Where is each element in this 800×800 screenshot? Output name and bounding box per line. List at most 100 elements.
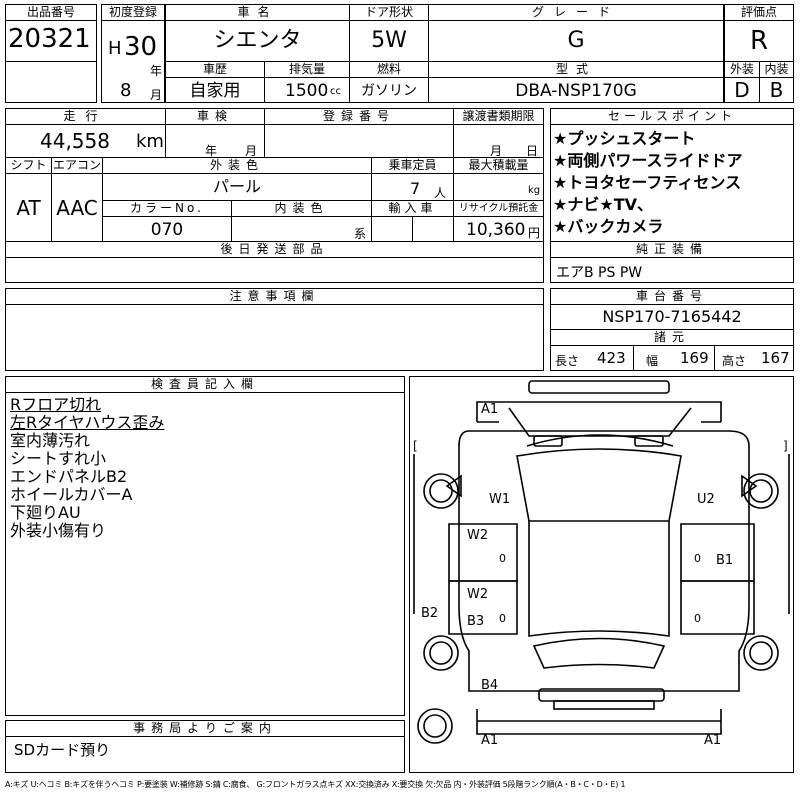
history-value: 自家用 [189,81,241,101]
reg-cell [101,4,165,103]
seats-label: 乗車定員 [388,158,437,172]
seats-unit: 人 [434,186,447,200]
inspection-year: 年 [205,144,218,158]
inspector-line: Rフロア切れ [10,395,102,414]
inspector-label: 検査員記入欄 [150,377,259,391]
divider [264,77,350,78]
mileage-label: 走行 [63,109,108,123]
divider [264,124,454,125]
divider [5,257,544,258]
disp-value: 1500 [285,81,329,101]
shift-label: シフト [10,158,47,172]
divider [165,77,265,78]
grade-value: G [567,28,585,53]
height-value: 167 [761,349,790,367]
int-value: B [769,78,784,102]
reg-label: 初度登録 [108,5,157,19]
intcolor-unit: 系 [354,227,367,241]
dims-label: 諸元 [653,330,690,344]
ext-label: 外装 [729,62,754,76]
name-label: 車名 [237,5,278,19]
inspection-label: 車検 [196,109,233,123]
ac-label: エアコン [52,158,101,172]
mark-b1: B1 [716,553,733,568]
width-label: 幅 [646,354,659,368]
divider [550,124,794,125]
inspector-line: シートすれ小 [10,449,107,468]
lot-number: 20321 [8,24,91,54]
divider [550,257,794,258]
mark-zero: 0 [499,612,506,625]
model-label: 型式 [555,62,596,76]
model-cell [428,61,724,103]
legend-text: A:キズ U:ヘコミ B:キズを伴うヘコミ P:要塗装 W:補修跡 S:錆 C:… [5,780,626,789]
equip-value: エアB PS PW [556,265,643,281]
recycle-unit: 円 [528,226,541,240]
load-label: 最大積載量 [468,158,529,172]
mark-zero: 0 [499,552,506,565]
disp-label: 排気量 [288,62,325,76]
inspector-cell [5,376,405,716]
recycle-value: 10,360 [466,220,526,240]
inspector-line: ホイールカバーA [10,485,133,504]
transfer-label: 譲渡書類期限 [462,109,535,123]
door-value: 5W [371,28,407,53]
length-value: 423 [597,349,626,367]
length-label: 長さ [555,354,580,368]
door-label: ドア形状 [364,5,413,19]
color-label: 外装色 [209,158,264,172]
mark-w1: W1 [489,492,510,507]
lot-label: 出品番号 [26,5,75,19]
divider [633,345,634,371]
score-value: R [749,26,769,56]
damage-diagram-frame [409,376,794,773]
mark-a1-top: A1 [481,402,498,417]
inspector-line: エンドパネルB2 [10,467,128,486]
history-label: 車歴 [202,62,227,76]
intcolor-label: 内装色 [274,201,329,215]
sales-point: ★両側パワースライドドア [553,151,743,170]
divider [5,392,405,393]
lot-blank-cell [5,61,97,103]
notes-cell [5,288,544,371]
divider [165,20,350,21]
sales-point: ★バックカメラ [553,217,664,236]
reg-year-unit: 年 [150,64,163,78]
mark-zero: 0 [694,612,701,625]
later-parts-label: 後日発送部品 [220,242,329,256]
mark-w2: W2 [467,528,488,543]
inspection-month: 月 [245,144,258,158]
office-cell [5,720,405,773]
width-value: 169 [680,349,709,367]
int-cell [759,61,794,103]
divider [550,329,794,330]
inspector-line: 左Rタイヤハウス歪み [10,413,165,432]
load-unit: kg [528,185,541,196]
divider [453,173,544,174]
divider [102,216,232,217]
grade-label: グレード [531,5,620,19]
reg-year: 30 [124,32,158,62]
bracket-right: ] [783,439,788,453]
chassis-value: NSP170-7165442 [602,307,742,326]
seats-value: 7 [410,179,421,198]
divider [428,77,724,78]
divider [51,173,103,174]
notes-label: 注意事項欄 [229,289,320,303]
divider [453,216,544,217]
mark-a1-bl: A1 [481,733,498,748]
sales-label: セールスポイント [607,109,736,123]
divider [349,20,429,21]
divider [550,304,794,305]
mark-u2: U2 [697,492,715,507]
model-value: DBA-NSP170G [515,81,637,101]
mark-b3: B3 [467,614,484,629]
import-label: 輸入車 [388,201,437,215]
sales-point: ★トヨタセーフティセンス [553,173,742,192]
shift-value: AT [16,196,41,220]
mark-w2: W2 [467,587,488,602]
bracket-left: [ [413,439,418,453]
divider [5,173,52,174]
divider [412,216,413,242]
recycle-label: リサイクル預託金 [458,203,539,214]
